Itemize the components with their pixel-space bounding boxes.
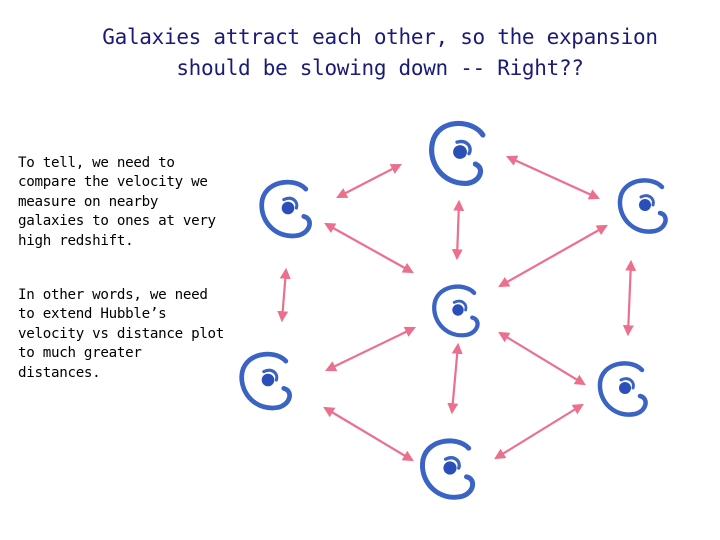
arrow-upper-right-lower-right	[622, 259, 637, 337]
slide-title: Galaxies attract each other, so the expa…	[40, 22, 720, 84]
arrow-lower-right-bottom	[494, 403, 584, 460]
arrow-top-upper-left	[336, 163, 402, 199]
paragraph-comparison: To tell, we need to compare the velocity…	[18, 155, 216, 249]
paragraph-hubble-plot: In other words, we need to extend Hubble…	[18, 287, 225, 381]
title-line-1: Galaxies attract each other, so the expa…	[102, 25, 658, 49]
galaxy-top-icon	[429, 120, 486, 187]
galaxy-lower-left-icon	[239, 351, 292, 411]
galaxy-bottom-icon	[420, 438, 476, 500]
title-line-2: should be slowing down -- Right??	[176, 56, 584, 80]
arrow-upper-left-lower-left	[277, 267, 291, 323]
galaxy-upper-left-icon	[259, 179, 312, 239]
galaxy-lower-right-icon	[597, 361, 648, 417]
arrow-top-upper-right	[505, 155, 601, 200]
arrow-center-bottom	[447, 342, 463, 415]
arrow-lower-left-bottom	[323, 406, 414, 462]
galaxy-upper-right-icon	[617, 178, 668, 234]
arrow-center-lower-left	[325, 326, 416, 372]
galaxy-center-icon	[432, 284, 480, 338]
arrow-upper-left-center	[324, 222, 414, 274]
arrow-upper-right-center	[498, 224, 608, 288]
arrow-top-center	[451, 199, 465, 261]
arrow-center-lower-right	[498, 331, 586, 386]
